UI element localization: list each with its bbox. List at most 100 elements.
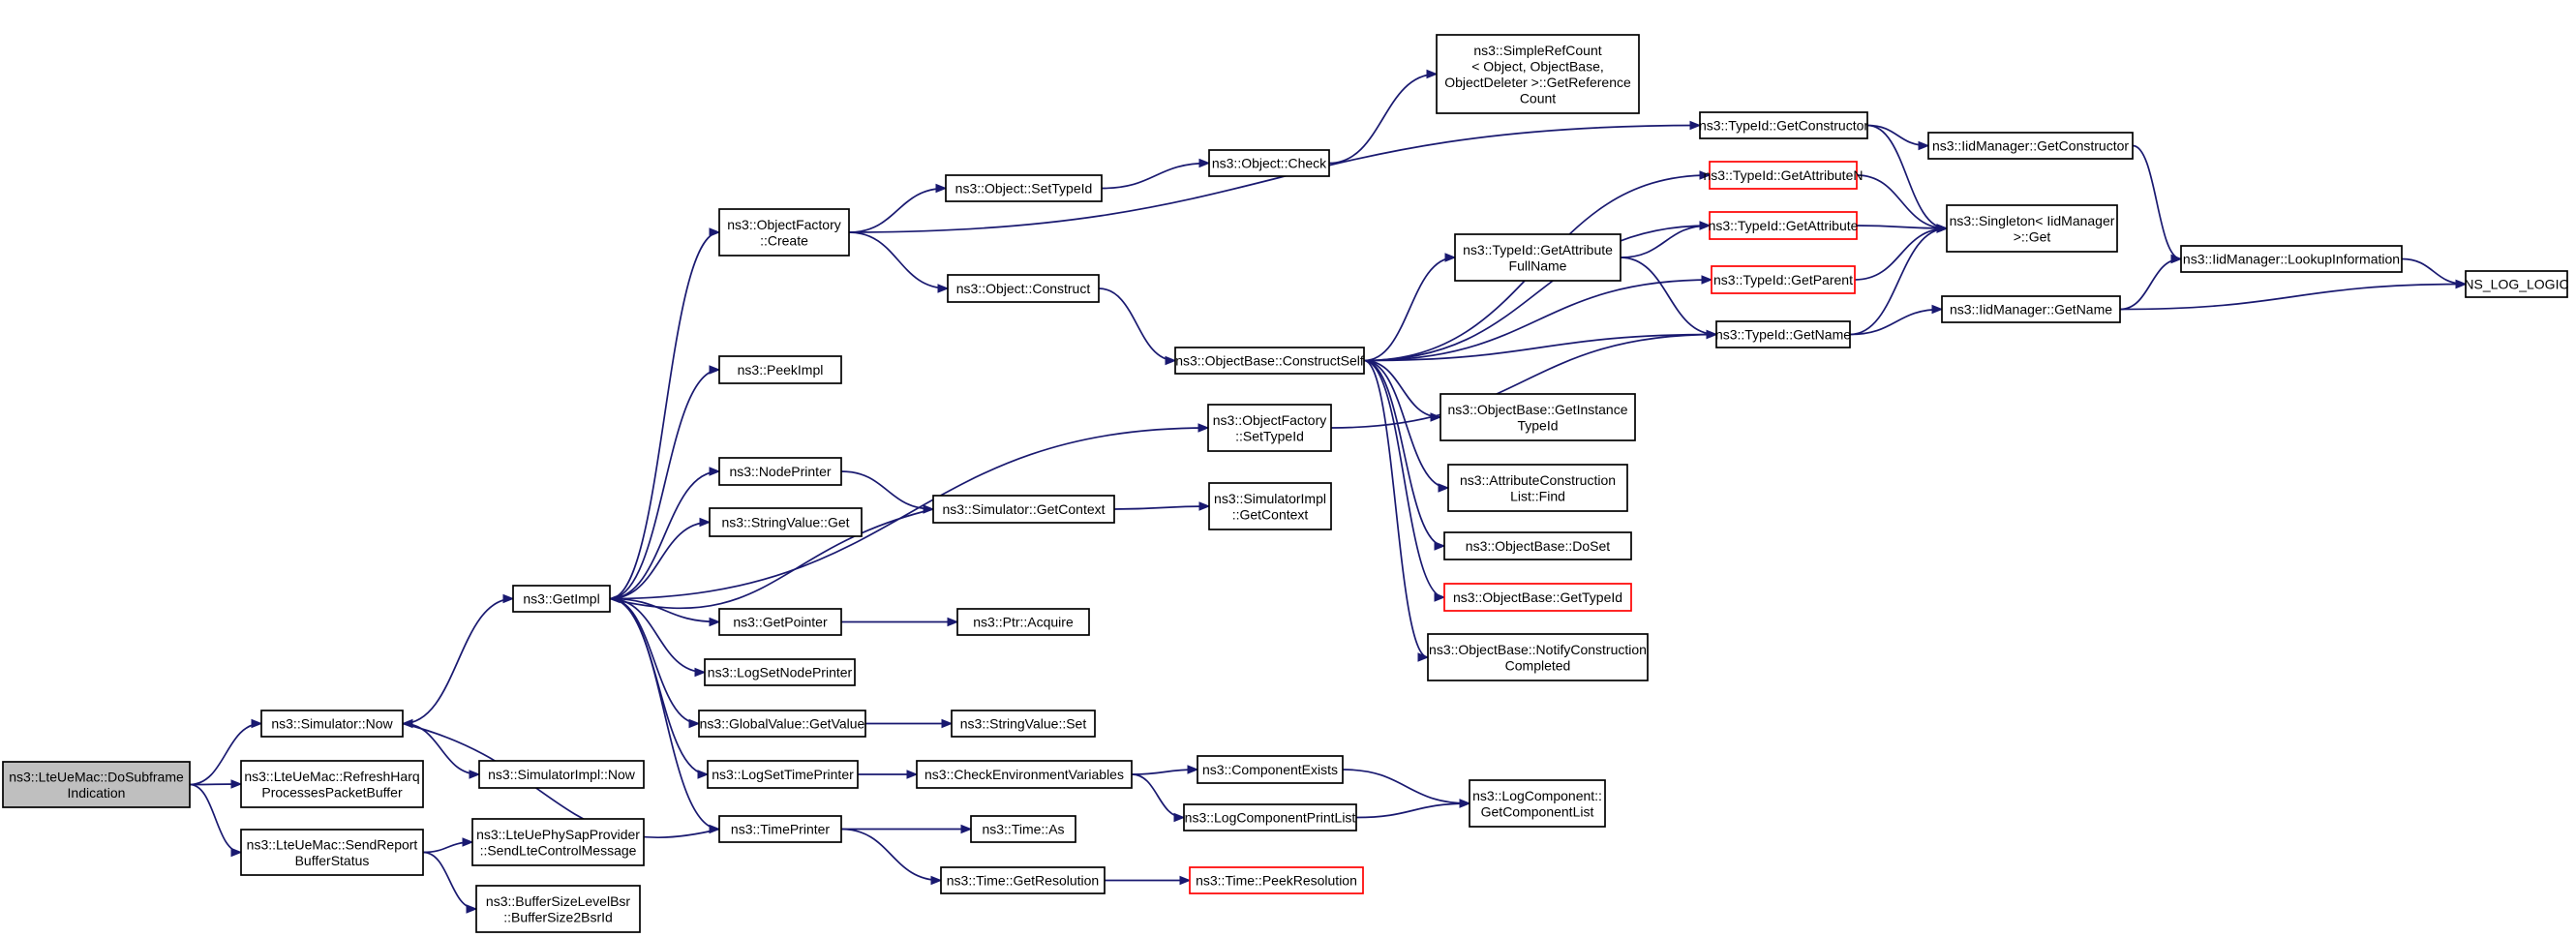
- node-ns3-typeid-getattributen[interactable]: ns3::TypeId::GetAttributeN: [1704, 161, 1864, 190]
- node-ns3-logsettimeprinter[interactable]: ns3::LogSetTimePrinter: [707, 760, 859, 789]
- node-ns-log-logic[interactable]: NS_LOG_LOGIC: [2464, 270, 2569, 298]
- node-ns3-logcomponentprintlist[interactable]: ns3::LogComponentPrintList: [1183, 803, 1357, 831]
- node-label-line: ns3::PeekImpl: [738, 362, 824, 378]
- node-ns3-getpointer[interactable]: ns3::GetPointer: [718, 608, 842, 636]
- node-label-line: Indication: [68, 785, 126, 801]
- node-ns3-logcomponent-getcomponentlist[interactable]: ns3::LogComponent::GetComponentList: [1469, 779, 1606, 828]
- edge-dosub-to-refresh: [189, 779, 243, 789]
- node-ns3-objectbase-gettypeid[interactable]: ns3::ObjectBase::GetTypeId: [1443, 583, 1632, 612]
- edge-constructself-to-attrfind: [1363, 359, 1450, 493]
- node-box: [718, 815, 842, 843]
- node-label-line: ns3::ObjectBase::GetInstance: [1448, 402, 1628, 417]
- node-ns3-lteuemac-refreshharq-processespacketbuffer[interactable]: ns3::LteUeMac::RefreshHarqProcessesPacke…: [240, 760, 424, 808]
- node-label-line: Count: [1520, 90, 1556, 106]
- node-ns3-simplerefcount-object-objectbase-objectdeleter-getreference-count[interactable]: ns3::SimpleRefCount< Object, ObjectBase,…: [1436, 34, 1640, 114]
- node-label-line: ::Create: [760, 232, 808, 248]
- node-ns3-time-as[interactable]: ns3::Time::As: [970, 815, 1076, 843]
- node-ns3-time-peekresolution[interactable]: ns3::Time::PeekResolution: [1189, 866, 1364, 894]
- node-label-line: ns3::ObjectBase::NotifyConstruction: [1429, 642, 1647, 657]
- node-ns3-ptr-acquire[interactable]: ns3::Ptr::Acquire: [956, 608, 1090, 636]
- node-label-line: ns3::BufferSizeLevelBsr: [486, 893, 630, 909]
- node-ns3-time-getresolution[interactable]: ns3::Time::GetResolution: [940, 866, 1106, 894]
- node-ns3-object-settypeid[interactable]: ns3::Object::SetTypeId: [945, 174, 1103, 202]
- node-box: [947, 274, 1100, 303]
- node-box: [940, 866, 1106, 894]
- node-box: [2180, 245, 2403, 273]
- edge-getimpl-to-logsetnode: [609, 597, 707, 678]
- node-label-line: ns3::TypeId::GetAttributeN: [1704, 167, 1864, 183]
- node-ns3-typeid-getname[interactable]: ns3::TypeId::GetName: [1715, 320, 1851, 348]
- node-label-line: ns3::IidManager::GetName: [1950, 302, 2112, 317]
- node-label-line: FullName: [1509, 257, 1567, 273]
- node-ns3-timeprinter[interactable]: ns3::TimePrinter: [718, 815, 842, 843]
- node-ns3-typeid-getattribute[interactable]: ns3::TypeId::GetAttribute: [1709, 211, 1859, 240]
- node-ns3-iidmanager-getname[interactable]: ns3::IidManager::GetName: [1941, 295, 2121, 323]
- node-label-line: NS_LOG_LOGIC: [2464, 277, 2568, 292]
- node-ns3-simulatorimpl-getcontext[interactable]: ns3::SimulatorImpl::GetContext: [1208, 482, 1332, 530]
- node-ns3-objectfactory-create[interactable]: ns3::ObjectFactory::Create: [718, 208, 850, 257]
- edge-simnow-to-simimplnow: [402, 722, 481, 779]
- node-label-line: ns3::ObjectBase::DoSet: [1466, 538, 1611, 554]
- node-ns3-objectbase-notifyconstruction-completed[interactable]: ns3::ObjectBase::NotifyConstructionCompl…: [1427, 633, 1649, 681]
- node-label-line: ns3::ComponentExists: [1202, 762, 1338, 777]
- node-label-line: ObjectDeleter >::GetReference: [1444, 75, 1631, 90]
- edge-getattrfull-to-getname: [1620, 257, 1718, 340]
- node-box: [704, 658, 856, 686]
- node-label-line: TypeId: [1517, 417, 1558, 433]
- node-ns3-objectbase-doset[interactable]: ns3::ObjectBase::DoSet: [1443, 531, 1632, 560]
- node-ns3-object-construct[interactable]: ns3::Object::Construct: [947, 274, 1100, 303]
- node-box: [698, 710, 866, 738]
- node-label-line: ns3::SimulatorImpl::Now: [488, 767, 636, 782]
- node-ns3-simulator-getcontext[interactable]: ns3::Simulator::GetContext: [932, 495, 1115, 524]
- edge-getimpl-to-ofcreate: [609, 227, 721, 600]
- node-ns3-simulator-now[interactable]: ns3::Simulator::Now: [260, 710, 404, 738]
- node-ns3-stringvalue-set[interactable]: ns3::StringValue::Set: [951, 710, 1096, 738]
- edge-getres-to-peekres: [1105, 875, 1192, 886]
- node-box: [2, 761, 191, 808]
- node-ns3-componentexists[interactable]: ns3::ComponentExists: [1197, 755, 1344, 784]
- node-ns3-iidmanager-lookupinformation[interactable]: ns3::IidManager::LookupInformation: [2180, 245, 2403, 273]
- node-ns3-typeid-getparent[interactable]: ns3::TypeId::GetParent: [1711, 265, 1856, 294]
- node-label-line: ns3::ObjectBase::GetTypeId: [1453, 589, 1622, 605]
- node-box: [1941, 295, 2121, 323]
- node-box: [1469, 779, 1606, 828]
- node-ns3-objectbase-constructself[interactable]: ns3::ObjectBase::ConstructSelf: [1174, 347, 1365, 375]
- node-ns3-nodeprinter[interactable]: ns3::NodePrinter: [718, 457, 842, 486]
- node-ns3-logsetnodeprinter[interactable]: ns3::LogSetNodePrinter: [704, 658, 856, 686]
- node-box: [1699, 111, 1868, 139]
- edge-getname-to-singleton: [1849, 224, 1949, 336]
- node-box: [1715, 320, 1851, 348]
- node-ns3-buffersizelevelbsr-buffersize2bsrid[interactable]: ns3::BufferSizeLevelBsr::BufferSize2BsrI…: [475, 885, 641, 933]
- node-ns3-checkenvironmentvariables[interactable]: ns3::CheckEnvironmentVariables: [916, 760, 1133, 789]
- node-label-line: BufferStatus: [295, 853, 370, 868]
- node-ns3-iidmanager-getconstructor[interactable]: ns3::IidManager::GetConstructor: [1927, 132, 2134, 160]
- node-label-line: ns3::LteUeMac::SendReport: [247, 836, 418, 852]
- node-ns3-stringvalue-get[interactable]: ns3::StringValue::Get: [709, 507, 863, 537]
- node-box: [1946, 204, 2118, 253]
- node-ns3-objectfactory-settypeid[interactable]: ns3::ObjectFactory::SetTypeId: [1207, 404, 1332, 452]
- node-label-line: ns3::LogComponentPrintList: [1185, 810, 1356, 826]
- edge-iidgetctor-to-lookup: [2132, 144, 2183, 264]
- node-ns3-simulatorimpl-now[interactable]: ns3::SimulatorImpl::Now: [478, 760, 645, 789]
- node-ns3-typeid-getconstructor[interactable]: ns3::TypeId::GetConstructor: [1699, 111, 1868, 139]
- edge-iidgetname-to-nslog: [2119, 279, 2468, 311]
- node-ns3-object-check[interactable]: ns3::Object::Check: [1208, 149, 1330, 177]
- node-box: [951, 710, 1096, 738]
- node-ns3-singleton-iidmanager-get[interactable]: ns3::Singleton< IidManager>::Get: [1946, 204, 2118, 253]
- node-label-line: ns3::LogSetNodePrinter: [708, 665, 853, 680]
- node-label-line: GetComponentList: [1481, 803, 1594, 819]
- edge-getimpl-to-nodeprinter: [609, 467, 721, 600]
- node-ns3-getimpl[interactable]: ns3::GetImpl: [512, 585, 611, 613]
- node-ns3-globalvalue-getvalue[interactable]: ns3::GlobalValue::GetValue: [698, 710, 866, 738]
- node-label-line: ns3::Singleton< IidManager: [1950, 213, 2115, 228]
- node-ns3-lteuephysapprovider-sendltecontrolmessage[interactable]: ns3::LteUePhySapProvider::SendLteControl…: [471, 818, 645, 866]
- node-ns3-peekimpl[interactable]: ns3::PeekImpl: [718, 355, 842, 384]
- node-box: [1427, 633, 1649, 681]
- node-box: [1189, 866, 1364, 894]
- node-label-line: ns3::TypeId::GetName: [1715, 327, 1851, 343]
